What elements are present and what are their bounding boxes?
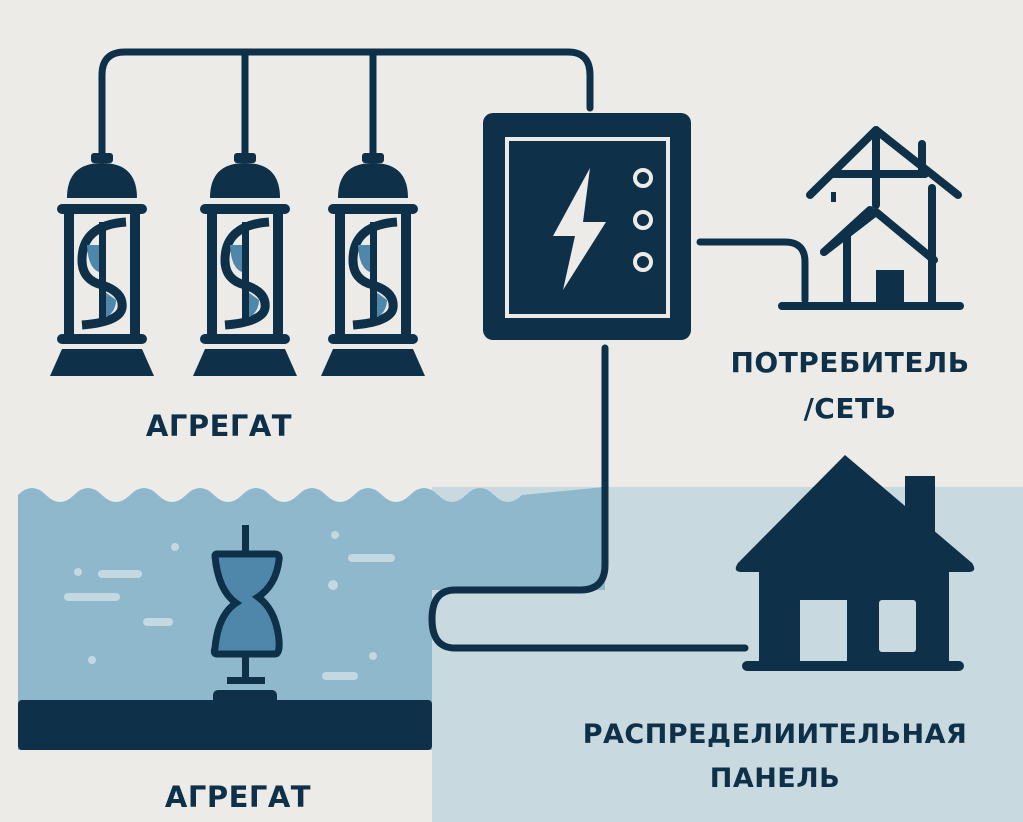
underwater-turbine-icon	[210, 525, 283, 706]
lightning-icon	[553, 168, 606, 290]
top-generator-label: АГРЕГАТ	[146, 409, 292, 443]
indicator-lights	[633, 168, 653, 272]
turbine-lamp-icon	[193, 153, 297, 376]
water-bubbles	[64, 531, 395, 680]
consumer-label-line2: /СЕТЬ	[804, 392, 897, 425]
generator-bus-wire	[98, 48, 594, 159]
water-area	[18, 487, 605, 750]
turbine-lamp-icon	[50, 153, 154, 376]
power-tower-house-icon	[778, 126, 964, 310]
house-icon	[735, 455, 975, 671]
panel-label-line2: ПАНЕЛЬ	[710, 763, 841, 794]
control-box-icon	[483, 113, 691, 340]
seabed	[18, 700, 432, 750]
consumer-label-line1: ПОТРЕБИТЕЛЬ	[730, 346, 969, 379]
turbine-lamp-icon	[321, 153, 425, 376]
panel-label-line1: РАСПРЕДЕЛИИТЕЛЬНАЯ	[583, 719, 968, 750]
consumer-wire	[696, 238, 809, 304]
panel-wire	[428, 344, 749, 652]
water-generator-label: АГРЕГАТ	[165, 780, 311, 814]
